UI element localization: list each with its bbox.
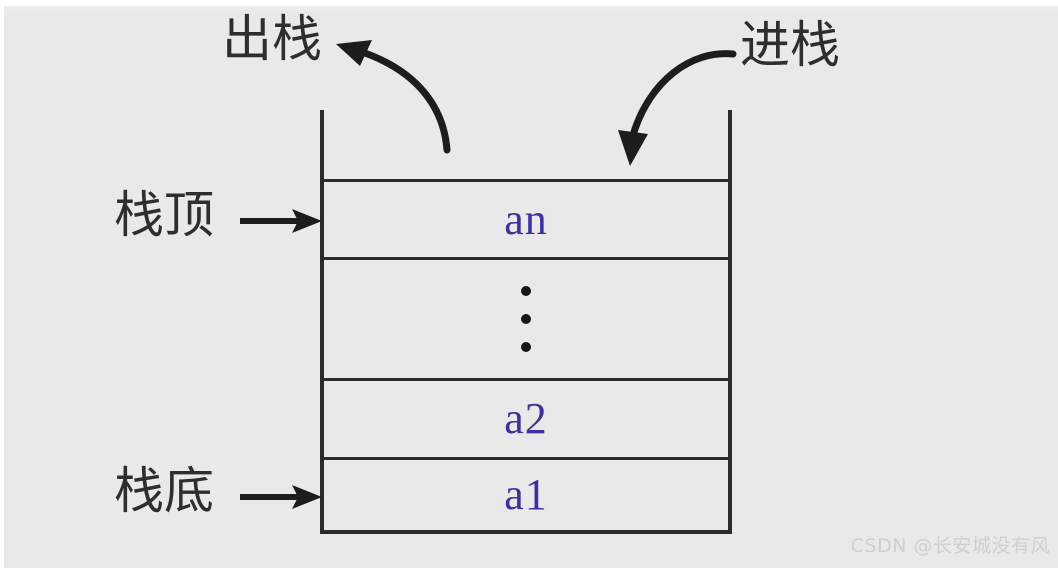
stack-divider-below-an — [322, 257, 730, 260]
ellipsis-dot-3 — [521, 342, 531, 352]
stack-cell-an: an — [504, 194, 548, 244]
stack-divider-above-a2 — [322, 378, 730, 381]
stack-cell-a2: a2 — [504, 394, 548, 443]
label-pop: 出栈 — [222, 10, 322, 68]
stack-cell-a1: a1 — [504, 470, 548, 519]
label-stack-top: 栈顶 — [114, 186, 214, 244]
stack-left-wall — [320, 110, 324, 534]
stack-cell-ellipsis — [324, 260, 728, 378]
background-top-gradient — [4, 6, 1058, 16]
csdn-watermark: CSDN @长安城没有风 — [850, 535, 1050, 557]
diagram-background — [4, 6, 1058, 568]
stack-bottom-wall — [320, 530, 732, 534]
ellipsis-dot-2 — [521, 314, 531, 324]
stack-right-wall — [728, 110, 732, 534]
ellipsis-dot-1 — [521, 286, 531, 296]
stack-divider-top-of-an — [322, 179, 730, 182]
label-stack-bottom: 栈底 — [114, 462, 214, 520]
label-push: 进栈 — [740, 16, 840, 74]
stack-divider-above-a1 — [322, 457, 730, 460]
